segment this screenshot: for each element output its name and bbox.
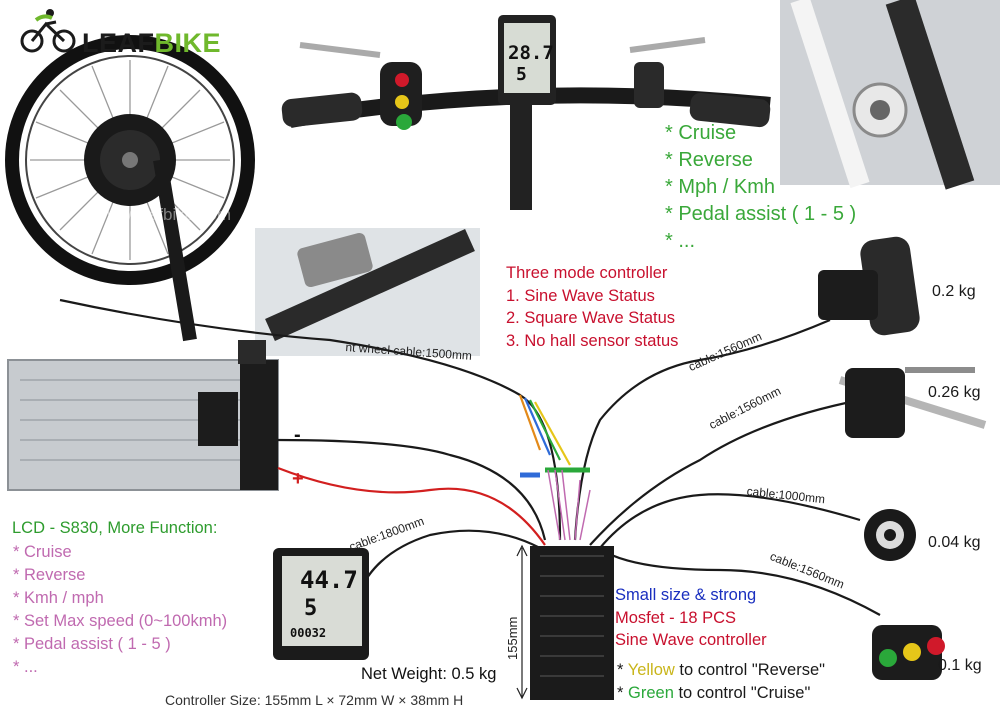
watermark: www.leafbike.com	[95, 205, 232, 224]
lcd-feature: * Pedal assist ( 1 - 5 )	[13, 635, 171, 653]
display-feature: * Pedal assist ( 1 - 5 )	[665, 203, 857, 225]
throttle-weight: 0.2 kg	[932, 283, 976, 300]
cyclist-logo-icon	[20, 9, 76, 53]
battery-pack	[7, 340, 279, 491]
lcd-feature: * Kmh / mph	[13, 589, 104, 607]
function-switch	[872, 625, 945, 680]
pedal-photo	[255, 228, 480, 356]
lcd-feature: * Reverse	[13, 566, 86, 584]
controller-mode-item: 2. Square Wave Status	[506, 309, 676, 327]
brake-lever	[838, 367, 987, 438]
brand-logo: LEAFBIKE	[82, 28, 221, 59]
controller-description: Small size & strong Mosfet - 18 PCS Sine…	[615, 584, 767, 652]
controller-height-label: 155mm	[505, 616, 520, 660]
net-weight: Net Weight: 0.5 kg	[361, 665, 497, 683]
throttle-grip	[818, 236, 920, 336]
brand-part2: BIKE	[154, 28, 222, 58]
lcd-pas-reading: 5	[304, 596, 318, 621]
controller-desc-line3: Sine Wave controller	[615, 631, 767, 649]
bottom-lcd-display	[273, 548, 369, 660]
controller-mode-title: Three mode controller	[506, 264, 668, 282]
top-lcd-pas: 5	[516, 64, 527, 85]
legend-green: * Green to control "Cruise"	[617, 684, 811, 702]
display-feature-list: * Cruise * Reverse * Mph / Kmh * Pedal a…	[665, 120, 856, 255]
fork-photo	[780, 0, 1000, 190]
legend-yellow-word: Yellow	[627, 661, 675, 679]
brake-weight: 0.26 kg	[928, 384, 981, 401]
top-lcd-speed: 28.7	[508, 42, 554, 64]
lcd-feature: * Cruise	[13, 543, 72, 561]
lcd-feature: * Set Max speed (0~100kmh)	[13, 612, 228, 630]
hub-motor-wheel	[5, 35, 255, 342]
controller-size: Controller Size: 155mm L × 72mm W × 38mm…	[165, 692, 464, 708]
legend-yellow: * Yellow to control "Reverse"	[617, 661, 826, 679]
display-feature: * Cruise	[665, 122, 737, 144]
controller-box	[516, 544, 614, 700]
pas-weight: 0.04 kg	[928, 534, 981, 551]
controller-desc-line2: Mosfet - 18 PCS	[615, 608, 737, 627]
display-feature: * Reverse	[665, 149, 753, 171]
lcd-odo-reading: 00032	[290, 626, 327, 640]
controller-mode-list: Three mode controller 1. Sine Wave Statu…	[506, 262, 678, 352]
lcd-feature-list: * Cruise * Reverse * Kmh / mph * Set Max…	[13, 541, 227, 679]
battery-minus: -	[294, 424, 301, 446]
controller-mode-item: 1. Sine Wave Status	[506, 286, 655, 305]
wire-bundle	[59, 298, 881, 641]
display-feature: * ...	[665, 230, 696, 252]
controller-desc-line1: Small size & strong	[615, 586, 757, 604]
lcd-speed-reading: 44.7	[300, 566, 358, 594]
controller-mode-item: 3. No hall sensor status	[506, 331, 679, 350]
switch-weight: 0.1 kg	[938, 657, 982, 674]
lcd-feature: * ...	[13, 658, 38, 676]
pas-sensor-disc	[864, 509, 916, 561]
brand-part1: LEAF	[82, 28, 155, 58]
display-feature: * Mph / Kmh	[665, 176, 776, 198]
top-lcd-display	[498, 15, 556, 105]
lcd-title: LCD - S830, More Function:	[12, 519, 218, 537]
battery-plus: +	[292, 468, 304, 490]
color-legend: * Yellow to control "Reverse" * Green to…	[617, 659, 825, 705]
legend-green-word: Green	[628, 684, 674, 702]
